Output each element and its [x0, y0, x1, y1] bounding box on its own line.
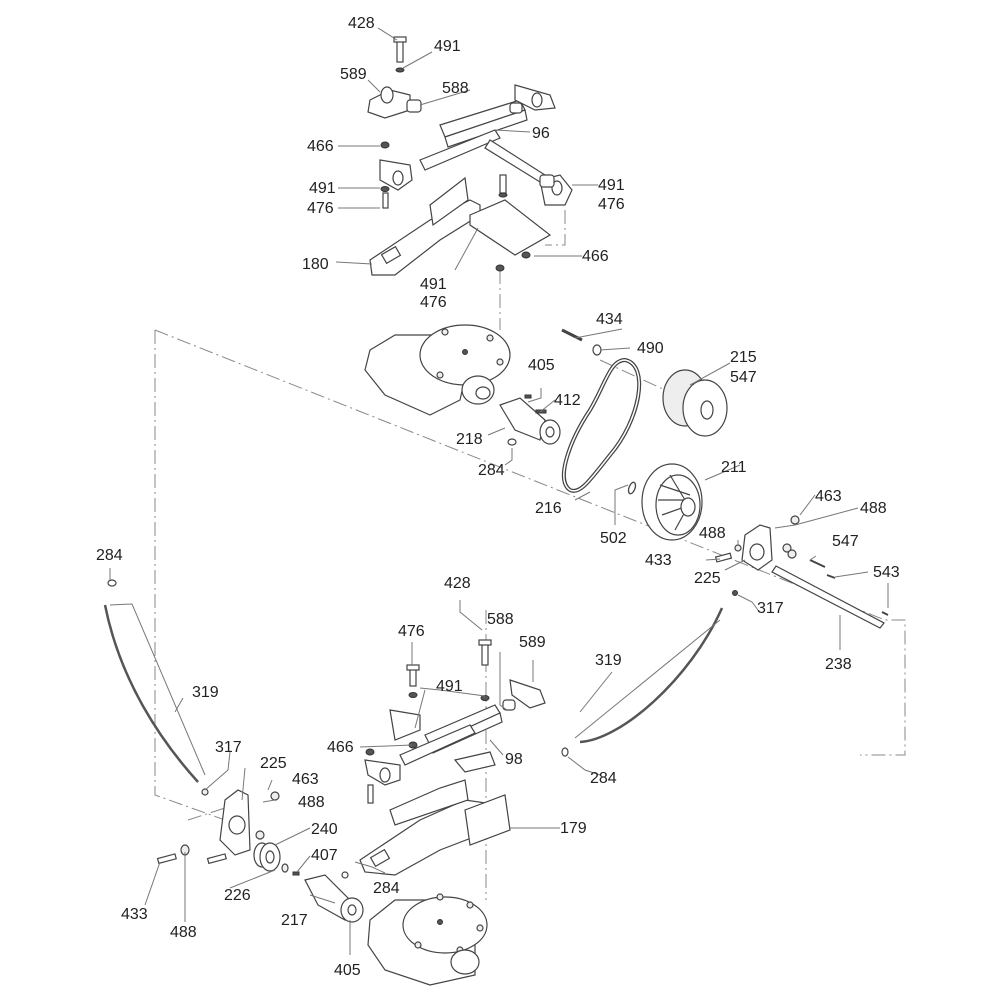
part-label: 463: [292, 771, 319, 788]
part-label: 217: [281, 912, 308, 929]
part-label: 317: [215, 739, 242, 756]
part-label: 284: [96, 547, 123, 564]
part-label: 428: [348, 15, 375, 32]
part-label: 476: [398, 623, 425, 640]
part-label: 491: [420, 276, 447, 293]
assembly-line: [599, 359, 666, 391]
part-label: 488: [699, 525, 726, 542]
leader-lines: [109, 27, 889, 955]
part-label: 543: [873, 564, 900, 581]
part-label: 466: [582, 248, 609, 265]
assembly-line: [154, 330, 226, 821]
part-label: 405: [334, 962, 361, 979]
part-label: 491: [598, 177, 625, 194]
part-label: 180: [302, 256, 329, 273]
washer-490: [592, 344, 602, 356]
part-label: 218: [456, 431, 483, 448]
frame-179: [359, 779, 511, 876]
screw-284: [561, 747, 569, 757]
part-label: 405: [528, 357, 555, 374]
part-label: 476: [420, 294, 447, 311]
part-label: 588: [487, 611, 514, 628]
frame-180: [369, 176, 552, 276]
part-label: 238: [825, 656, 852, 673]
coupling-217: [304, 871, 364, 923]
part-label: 284: [478, 462, 505, 479]
part-label: 476: [307, 200, 334, 217]
gearbox-lower: [367, 893, 488, 986]
part-label: 488: [170, 924, 197, 941]
part-label: 284: [590, 770, 617, 787]
gearbox-upper: [364, 324, 511, 416]
part-label: 589: [519, 634, 546, 651]
pulley-211: [641, 463, 703, 541]
cable-319-left: [103, 604, 199, 783]
part-label: 407: [311, 847, 338, 864]
part-label: 211: [721, 459, 747, 476]
part-label: 319: [192, 684, 219, 701]
belt-216: [561, 357, 642, 493]
part-label: 226: [224, 887, 251, 904]
part-label: 490: [637, 340, 664, 357]
assembly-line: [154, 329, 906, 756]
part-label: 225: [694, 570, 721, 587]
screw-284: [107, 579, 117, 587]
part-label: 491: [309, 180, 336, 197]
part-label: 284: [373, 880, 400, 897]
cable-319-right: [579, 607, 724, 744]
part-label: 502: [600, 530, 627, 547]
part-label: 588: [442, 80, 469, 97]
part-label: 491: [434, 38, 461, 55]
part-label: 225: [260, 755, 287, 772]
coupling-218: [499, 394, 561, 446]
part-label: 433: [121, 906, 148, 923]
ring-502: [627, 481, 637, 495]
part-label: 434: [596, 311, 623, 328]
shaft-238: [771, 559, 889, 629]
part-label: 466: [307, 138, 334, 155]
part-label: 491: [436, 678, 463, 695]
bearing-housing-225-right: [714, 515, 800, 596]
part-label: 216: [535, 500, 562, 517]
part-label: 433: [645, 552, 672, 569]
lower-pivot-assembly: [364, 639, 546, 804]
part-label: 215: [730, 349, 757, 366]
assembly-line: [545, 210, 566, 246]
part-label: 547: [730, 369, 757, 386]
part-label: 476: [598, 196, 625, 213]
assembly-line: [187, 807, 226, 821]
hub-240: [253, 842, 281, 872]
bearing-housing-225-left: [156, 788, 280, 865]
part-label: 240: [311, 821, 338, 838]
part-label: 319: [595, 652, 622, 669]
part-label: 547: [832, 533, 859, 550]
part-label: 428: [444, 575, 471, 592]
upper-pivot-assembly: [367, 36, 573, 209]
part-label: 466: [327, 739, 354, 756]
part-label: 589: [340, 66, 367, 83]
part-label: 317: [757, 600, 784, 617]
pulley-215: [662, 369, 728, 437]
part-label: 463: [815, 488, 842, 505]
part-label: 98: [505, 751, 523, 768]
part-label: 96: [532, 125, 550, 142]
part-label: 412: [554, 392, 581, 409]
part-label: 488: [298, 794, 325, 811]
part-label: 179: [560, 820, 587, 837]
part-label: 488: [860, 500, 887, 517]
